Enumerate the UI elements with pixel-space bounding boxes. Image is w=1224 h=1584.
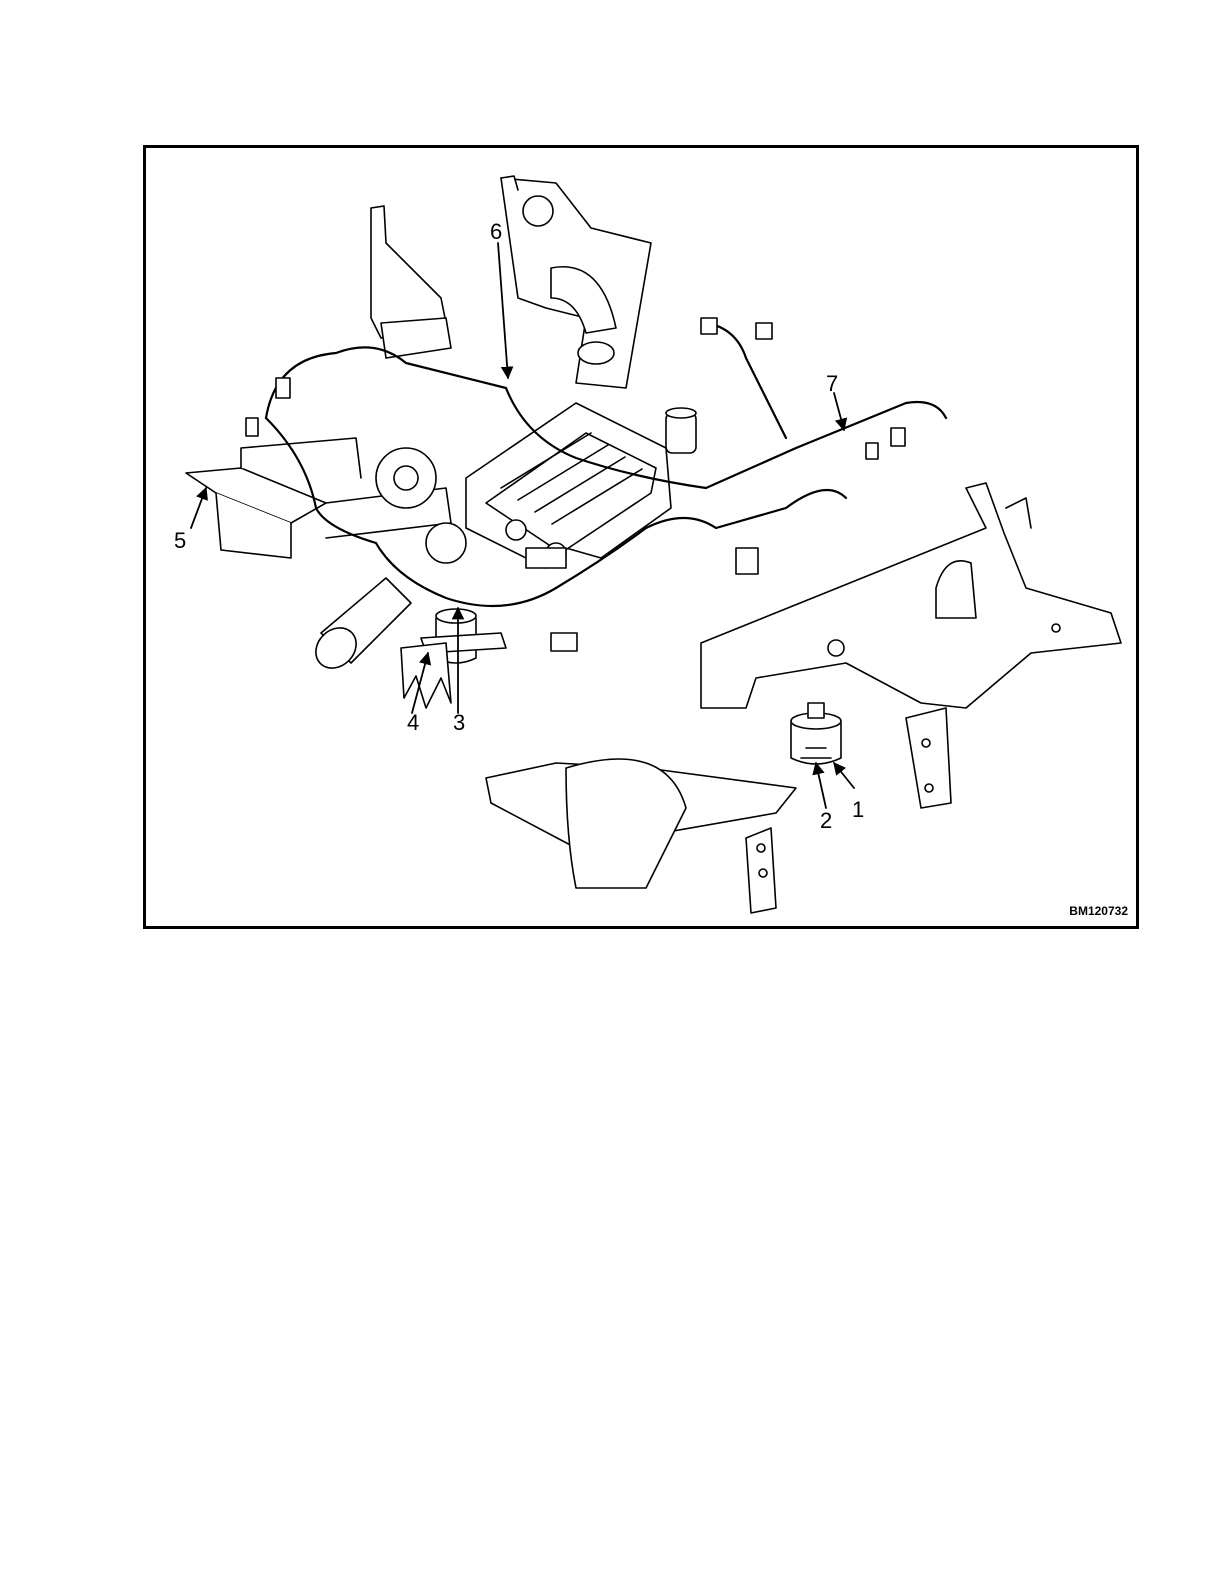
callout-5: 5 (174, 530, 186, 552)
engine-chassis-illustration (146, 148, 1139, 929)
left-rear-panel (371, 206, 451, 358)
callout-6: 6 (490, 221, 502, 243)
callout-1: 1 (852, 799, 864, 821)
figure-frame: 1 2 3 4 5 6 7 BM120732 (143, 145, 1139, 929)
engine-mount-right (791, 703, 841, 764)
rear-right-bracket (906, 708, 951, 808)
callout-2: 2 (820, 810, 832, 832)
engine-bracket-left (401, 643, 451, 708)
engine-block (466, 403, 671, 568)
fuel-pump (666, 408, 696, 453)
callout-4: 4 (407, 712, 419, 734)
right-side-frame-plate (701, 483, 1121, 708)
callout-7: 7 (826, 373, 838, 395)
front-right-bracket (746, 828, 776, 913)
figure-code: BM120732 (1069, 904, 1128, 918)
callout-3: 3 (453, 712, 465, 734)
cross-tube (308, 578, 411, 676)
rear-upright-bracket (501, 176, 651, 388)
